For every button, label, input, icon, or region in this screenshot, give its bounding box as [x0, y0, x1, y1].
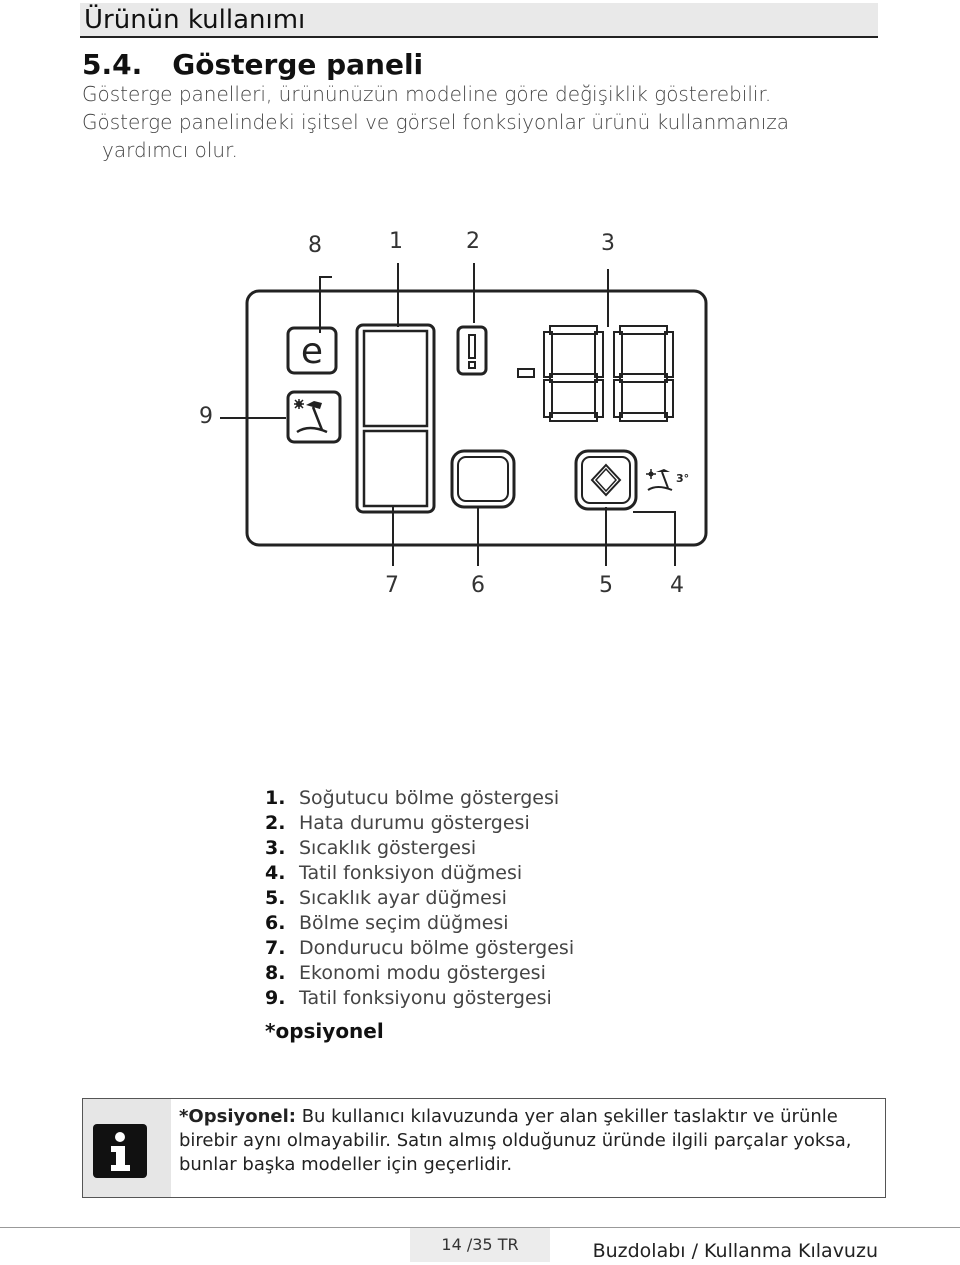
temperature-adjust-button[interactable]: [574, 449, 638, 511]
notice-line: Bu kullanıcı kılavuzunda yer alan şekill…: [295, 1106, 838, 1127]
footer-title: Buzdolabı / Kullanma Kılavuzu: [592, 1240, 878, 1262]
callout-9: 9: [199, 404, 213, 429]
notice-text: *Opsiyonel: Bu kullanıcı kılavuzunda yer…: [179, 1105, 869, 1177]
legend-item: 5.Sıcaklık ayar düğmesi: [265, 887, 507, 909]
callout-7: 7: [385, 573, 399, 598]
svg-text:e: e: [301, 331, 323, 372]
notice-box: *Opsiyonel: Bu kullanıcı kılavuzunda yer…: [82, 1098, 886, 1198]
legend-item: 8.Ekonomi modu göstergesi: [265, 962, 546, 984]
callout-6: 6: [471, 573, 485, 598]
section-number: 5.4.: [82, 48, 143, 81]
holiday-button-icon: 3°: [646, 469, 689, 491]
compartment-indicators: [355, 323, 436, 514]
callout-4: 4: [670, 573, 684, 598]
callout-8: 8: [308, 233, 322, 258]
legend-item: 1.Soğutucu bölme göstergesi: [265, 787, 560, 809]
callout-1: 1: [389, 229, 403, 254]
legend-item: 4.Tatil fonksiyon düğmesi: [265, 862, 523, 884]
notice-label: *Opsiyonel:: [179, 1106, 296, 1127]
section-title: Gösterge paneli: [172, 48, 424, 81]
seven-segment-display: [517, 325, 674, 422]
svg-text:3°: 3°: [676, 472, 689, 485]
callout-3: 3: [601, 231, 615, 256]
optional-note: *opsiyonel: [265, 1019, 384, 1043]
footer-divider: [0, 1227, 960, 1228]
callout-5: 5: [599, 573, 613, 598]
legend-item: 9.Tatil fonksiyonu göstergesi: [265, 987, 552, 1009]
control-panel-diagram: 8 1 2 3 9 7 6 5 4 e: [199, 229, 708, 598]
notice-line: birebir aynı olmayabilir. Satın almış ol…: [179, 1130, 852, 1151]
notice-icon-column: [83, 1099, 171, 1197]
chapter-title: Ürünün kullanımı: [84, 5, 306, 35]
intro-line: Gösterge panelindeki işitsel ve görsel f…: [82, 110, 790, 134]
legend-list: 1.Soğutucu bölme göstergesi 2.Hata durum…: [265, 786, 574, 1044]
compartment-select-button[interactable]: [450, 449, 516, 509]
legend-item: 7.Dondurucu bölme göstergesi: [265, 937, 575, 959]
notice-line: bunlar başka modeller için geçerlidir.: [179, 1154, 513, 1175]
callout-2: 2: [466, 229, 480, 254]
intro-line: yardımcı olur.: [102, 138, 238, 162]
chapter-header: Ürünün kullanımı: [80, 3, 878, 38]
economy-e-icon: e: [286, 326, 338, 375]
info-icon: [93, 1124, 147, 1178]
page-number: 14 /35 TR: [410, 1228, 550, 1262]
legend-item: 2.Hata durumu göstergesi: [265, 812, 530, 834]
warning-exclamation-icon: [456, 325, 488, 376]
holiday-icon: [286, 390, 342, 444]
legend-item: 3.Sıcaklık göstergesi: [265, 837, 477, 859]
intro-text: Gösterge panelleri, ürününüzün modeline …: [82, 80, 882, 164]
section-heading: 5.4. Gösterge paneli: [82, 48, 423, 81]
legend-item: 6.Bölme seçim düğmesi: [265, 912, 509, 934]
intro-line: Gösterge panelleri, ürününüzün modeline …: [82, 82, 772, 106]
